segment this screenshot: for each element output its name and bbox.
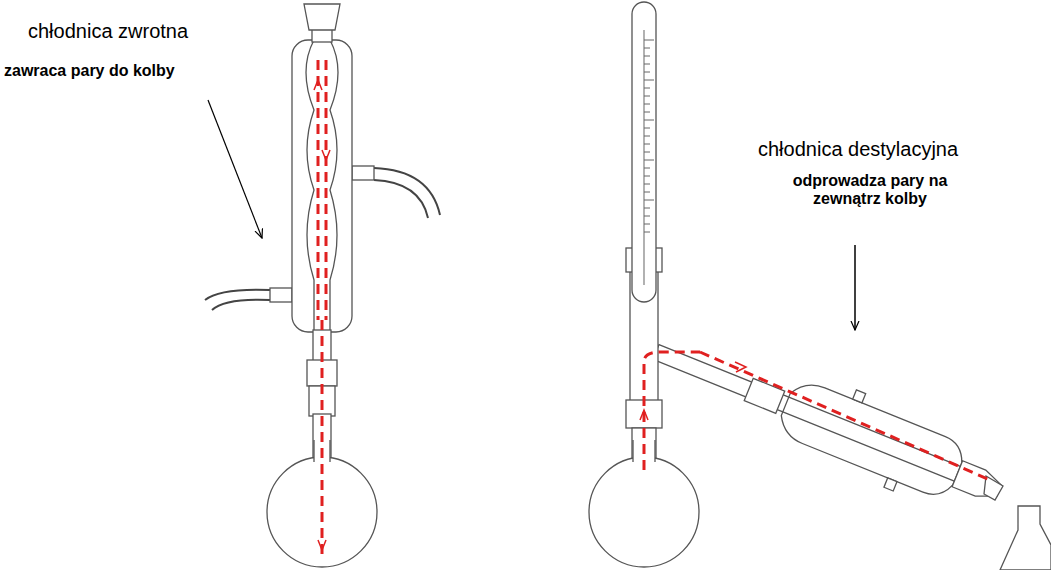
- scale-tick: [644, 144, 650, 145]
- scale-tick: [644, 184, 650, 185]
- scale-tick: [644, 208, 650, 209]
- scale-tick: [644, 168, 650, 169]
- scale-tick: [644, 56, 650, 57]
- part-note: odprowadza pary na zewnątrz kolby: [770, 172, 970, 208]
- scale-tick: [644, 88, 650, 89]
- scale-tick: [644, 40, 654, 41]
- scale-tick: [644, 232, 650, 233]
- scale-tick: [644, 224, 650, 225]
- scale-tick: [644, 64, 650, 65]
- scale-tick: [644, 136, 650, 137]
- scale-tick: [644, 120, 654, 121]
- scale-tick: [644, 96, 650, 97]
- scale-tick: [644, 112, 650, 113]
- scale-tick: [644, 200, 654, 201]
- scale-tick: [644, 176, 650, 177]
- scale-tick: [644, 160, 654, 161]
- scale-tick: [644, 128, 650, 129]
- part-name: chłodnica zwrotna: [28, 20, 188, 43]
- scale-tick: [644, 104, 650, 105]
- scale-tick: [644, 152, 650, 153]
- scale-tick: [644, 216, 650, 217]
- scale-tick: [644, 192, 650, 193]
- part-note: zawraca pary do kolby: [4, 62, 175, 80]
- scale-tick: [644, 80, 654, 81]
- scale-tick: [644, 48, 650, 49]
- scale-tick: [644, 72, 650, 73]
- part-name: chłodnica destylacyjna: [758, 138, 958, 161]
